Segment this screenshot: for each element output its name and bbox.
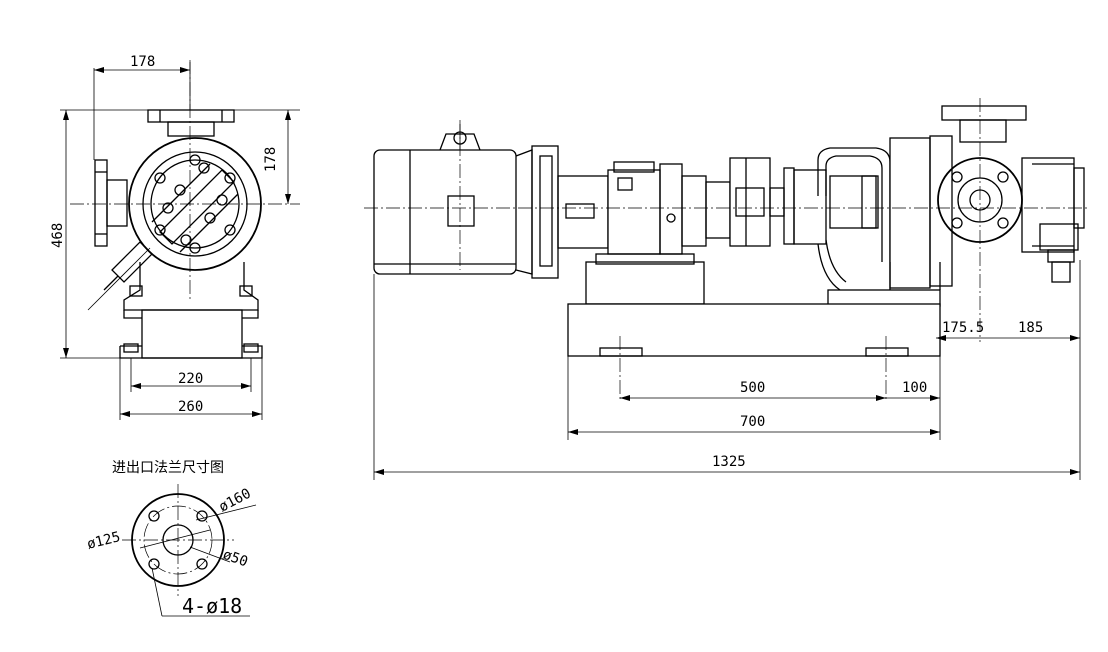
casing-bolt-icon	[951, 171, 1009, 229]
dim-top-width: 178	[130, 54, 155, 70]
flange-detail: 进出口法兰尺寸图 ø125 ø160 ø50 4-ø18	[85, 460, 257, 618]
front-view: 175.5 185 500 100 700 1325	[364, 98, 1088, 480]
dim-base-length: 700	[740, 414, 765, 430]
dim-base-width: 260	[178, 399, 203, 415]
dim-right-end: 185	[1018, 320, 1043, 336]
flange-holes: 4-ø18	[182, 594, 242, 618]
flange-dia-bore: ø50	[221, 547, 250, 571]
bolt-hole-icon	[148, 510, 208, 570]
dim-total-height: 468	[50, 223, 66, 248]
flange-dia-outer: ø160	[216, 486, 253, 516]
dim-bolt-span: 220	[178, 371, 203, 387]
dim-bolt-end: 100	[902, 380, 927, 396]
dim-bolt-pitch: 500	[740, 380, 765, 396]
flange-dia-pcd: ø125	[85, 529, 122, 553]
dim-right-offset: 175.5	[942, 320, 984, 336]
side-view: 178 178 468 220 260	[50, 54, 300, 420]
dim-right-height: 178	[263, 147, 279, 172]
dim-total-length: 1325	[712, 454, 746, 470]
flange-caption: 进出口法兰尺寸图	[112, 460, 224, 476]
